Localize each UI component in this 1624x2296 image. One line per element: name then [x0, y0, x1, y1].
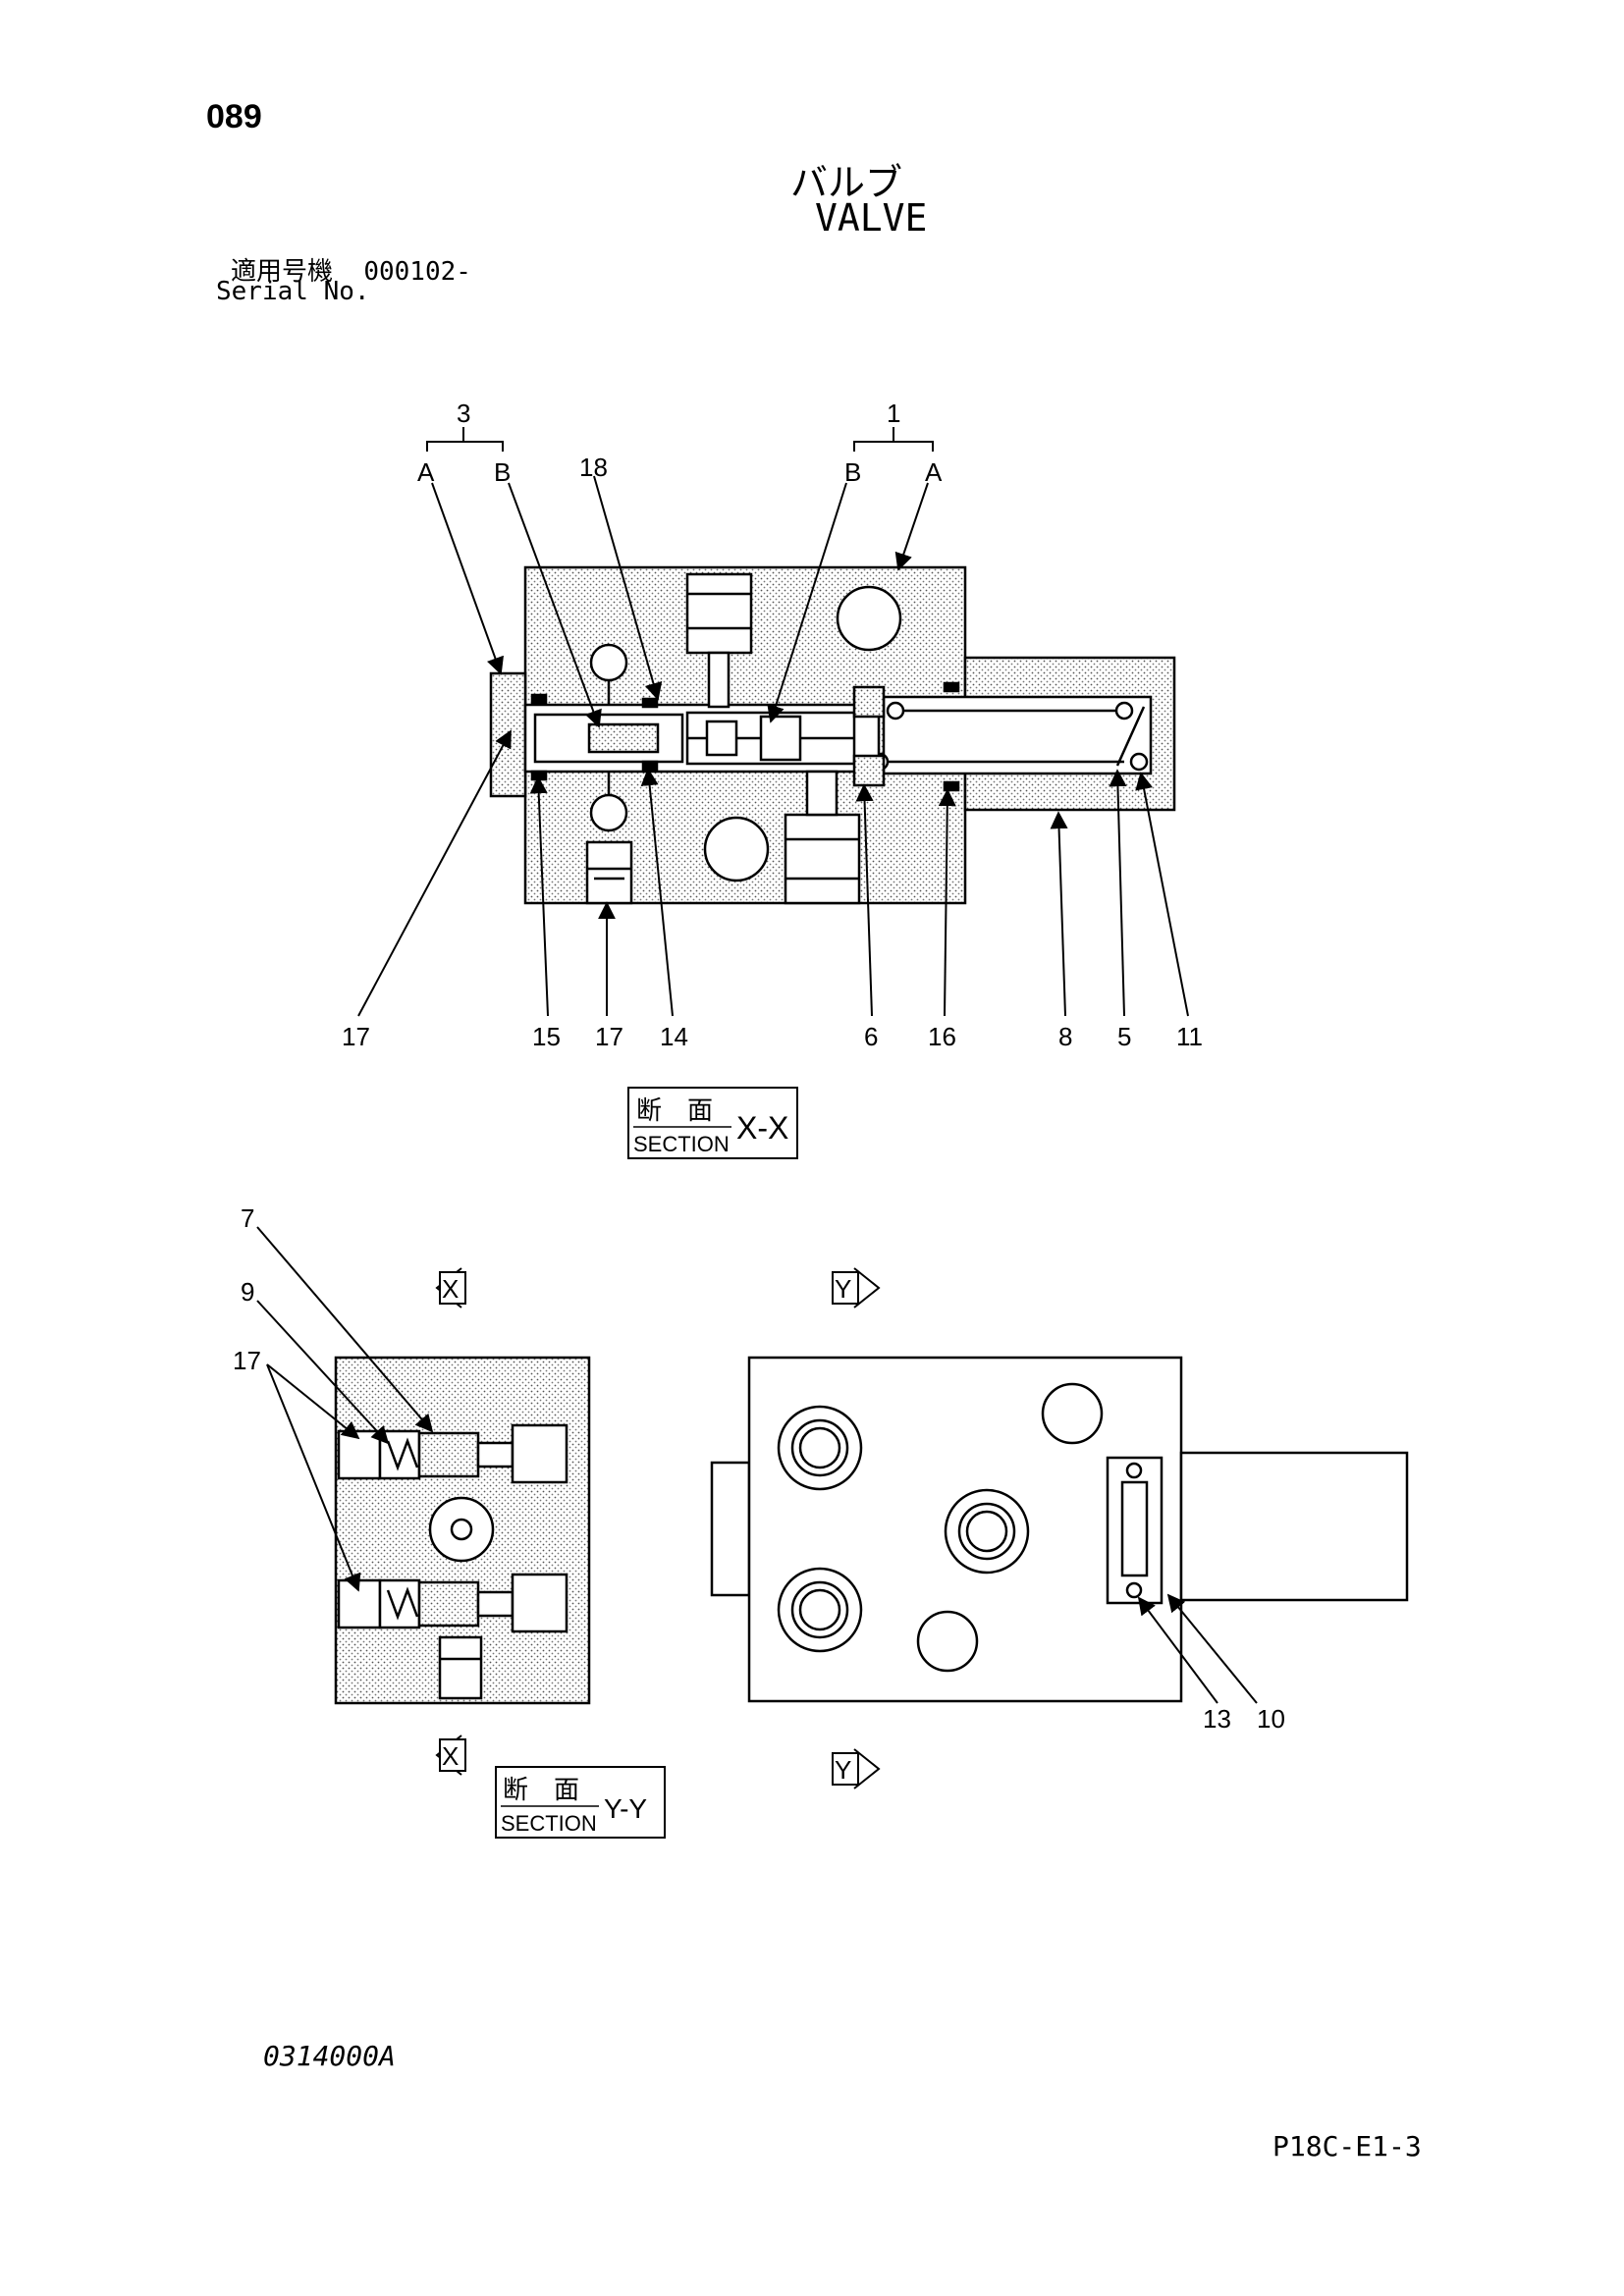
serial-label-jp: 適用号機: [231, 257, 334, 287]
callout-a-right: A: [925, 457, 943, 487]
callout-7: 7: [241, 1203, 254, 1233]
view-marker-y-bottom: Y: [832, 1748, 881, 1789]
view-marker-x-bottom: X: [435, 1735, 466, 1776]
external-view-labels: 13 10: [1203, 1704, 1285, 1734]
svg-text:SECTION: SECTION: [501, 1811, 597, 1836]
section-yy-view: [334, 1356, 591, 1705]
view-marker-y-top: Y: [832, 1267, 881, 1308]
callout-row-6: 8: [1058, 1022, 1072, 1051]
svg-text:断 面: 断 面: [503, 1775, 579, 1804]
callout-b-left: B: [494, 457, 511, 487]
title-english: VALVE: [815, 196, 928, 240]
section-xx-labels: 3 1 A B 18 B A 17 15 17 14 6 16 8 5 11: [342, 399, 1203, 1051]
callout-row-3: 14: [660, 1022, 688, 1051]
page-number: 089: [206, 98, 262, 135]
svg-text:X-X: X-X: [736, 1110, 788, 1146]
section-yy-callouts: [256, 1226, 434, 1592]
svg-text:X: X: [442, 1274, 459, 1304]
svg-text:Y-Y: Y-Y: [604, 1793, 647, 1824]
callout-row-4: 6: [864, 1022, 878, 1051]
callout-row-8: 11: [1176, 1022, 1203, 1051]
serial-label-english: Serial No.: [216, 277, 370, 306]
section-yy-labels: 7 9 17: [233, 1203, 261, 1375]
callout-row-5: 16: [928, 1022, 956, 1051]
callout-10: 10: [1257, 1704, 1285, 1734]
callout-row-1: 15: [532, 1022, 561, 1051]
section-xx-label: 断 面 SECTION X-X: [627, 1087, 798, 1159]
svg-text:SECTION: SECTION: [633, 1132, 730, 1156]
svg-text:Y: Y: [835, 1274, 851, 1304]
drawing-code: 0314000A: [263, 2040, 396, 2072]
section-xx-callouts: [357, 427, 1189, 1017]
serial-line-japanese: 適用号機 000102-: [231, 251, 471, 288]
section-yy-label: 断 面 SECTION Y-Y: [495, 1766, 666, 1839]
title-japanese: バルブ: [790, 161, 903, 204]
callout-row-0: 17: [342, 1022, 370, 1051]
section-xx-view: [489, 565, 1176, 905]
callout-a-left: A: [417, 457, 435, 487]
page-code: P18C-E1-3: [1272, 2130, 1422, 2163]
callout-row-7: 5: [1117, 1022, 1131, 1051]
callout-18: 18: [579, 453, 608, 482]
callout-row-2: 17: [595, 1022, 623, 1051]
external-view-callouts: [1137, 1593, 1258, 1704]
callout-b-right: B: [844, 457, 861, 487]
view-marker-x-top: X: [435, 1267, 466, 1308]
callout-9: 9: [241, 1277, 254, 1307]
callout-1: 1: [887, 399, 900, 428]
callout-13: 13: [1203, 1704, 1231, 1734]
svg-text:X: X: [442, 1741, 459, 1771]
callout-17: 17: [233, 1346, 261, 1375]
serial-value: 000102-: [363, 257, 471, 287]
svg-text:Y: Y: [835, 1755, 851, 1785]
svg-text:断 面: 断 面: [636, 1095, 713, 1125]
callout-3: 3: [457, 399, 470, 428]
external-view: [710, 1356, 1409, 1703]
